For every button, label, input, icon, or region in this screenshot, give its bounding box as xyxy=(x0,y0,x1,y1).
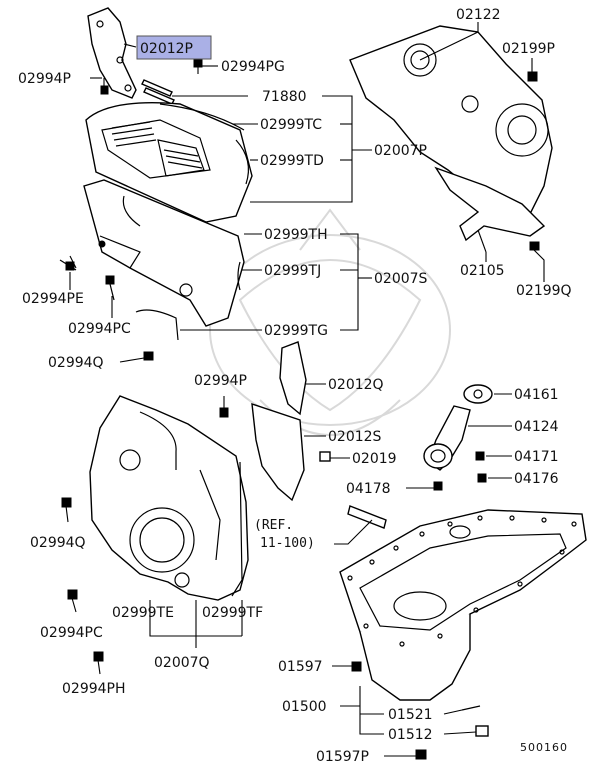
label-02994Q-bottom[interactable]: 02994Q xyxy=(30,535,86,551)
bolt-02199Q xyxy=(529,241,540,251)
label-04124[interactable]: 04124 xyxy=(514,419,559,435)
part-labels: 02012P 02994PG 02994P 71880 02999TC 0299… xyxy=(18,7,572,765)
bolt-02994PH xyxy=(93,651,104,675)
label-ref-line1: (REF. xyxy=(254,518,293,533)
drain-plug-01521 xyxy=(461,705,481,711)
selected-part-highlight xyxy=(136,35,212,60)
diagram-id: 500160 xyxy=(520,741,568,754)
label-02105[interactable]: 02105 xyxy=(460,263,505,279)
cover-02012Q xyxy=(279,341,307,416)
label-02999TJ[interactable]: 02999TJ xyxy=(264,263,321,279)
bolt-02994PC-top xyxy=(105,275,115,301)
label-02019[interactable]: 02019 xyxy=(352,451,397,467)
nut-04176 xyxy=(477,473,487,483)
bolt-02994P-top xyxy=(100,78,109,95)
pan-bolt-holes xyxy=(347,515,577,647)
label-01512[interactable]: 01512 xyxy=(388,727,433,743)
label-71880[interactable]: 71880 xyxy=(262,89,307,105)
label-02994PH[interactable]: 02994PH xyxy=(62,681,126,697)
label-02012S[interactable]: 02012S xyxy=(328,429,382,445)
label-01500[interactable]: 01500 xyxy=(282,699,327,715)
label-02994PE[interactable]: 02994PE xyxy=(22,291,84,307)
seal-strip-71880 xyxy=(141,79,175,105)
label-02999TC[interactable]: 02999TC xyxy=(260,117,322,133)
plug-02019 xyxy=(319,451,331,462)
gasket-04161 xyxy=(463,384,493,404)
label-02007P[interactable]: 02007P xyxy=(374,143,427,159)
label-04161[interactable]: 04161 xyxy=(514,387,559,403)
label-04176[interactable]: 04176 xyxy=(514,471,559,487)
label-02994Q-top[interactable]: 02994Q xyxy=(48,355,104,371)
label-02994PG[interactable]: 02994PG xyxy=(221,59,285,75)
oil-strainer-04124 xyxy=(423,405,471,471)
label-02007Q[interactable]: 02007Q xyxy=(154,655,210,671)
label-01597P[interactable]: 01597P xyxy=(316,749,369,765)
oil-pan-01500 xyxy=(339,509,587,701)
label-02999TG[interactable]: 02999TG xyxy=(264,323,328,339)
bolt-04178 xyxy=(433,481,443,491)
cover-02012S xyxy=(251,402,305,502)
bracket-02105 xyxy=(434,166,546,253)
label-02999TH[interactable]: 02999TH xyxy=(264,227,328,243)
bolt-01597 xyxy=(351,661,362,672)
cover-ribs xyxy=(111,121,203,169)
label-02999TD[interactable]: 02999TD xyxy=(260,153,324,169)
label-04171[interactable]: 04171 xyxy=(514,449,559,465)
label-02007S[interactable]: 02007S xyxy=(374,271,428,287)
label-02012P[interactable]: 02012P xyxy=(140,41,193,57)
bolt-01597P xyxy=(415,749,427,760)
label-02999TE[interactable]: 02999TE xyxy=(112,605,174,621)
middle-cover-02007S xyxy=(83,179,245,341)
label-02994PC-bottom[interactable]: 02994PC xyxy=(40,625,103,641)
watermark-emblem xyxy=(209,208,451,436)
label-02012Q[interactable]: 02012Q xyxy=(328,377,384,393)
label-02199Q[interactable]: 02199Q xyxy=(516,283,572,299)
label-02199P[interactable]: 02199P xyxy=(502,41,555,57)
ref-part-11-100 xyxy=(347,505,387,529)
bolt-02994Q-top xyxy=(143,351,154,361)
label-01597[interactable]: 01597 xyxy=(278,659,323,675)
upper-cover-02012P xyxy=(87,7,137,99)
label-01521[interactable]: 01521 xyxy=(388,707,433,723)
bolt-02994P-mid xyxy=(219,407,229,418)
upper-timing-cover-02007P xyxy=(85,102,253,223)
lower-timing-cover-02007Q xyxy=(89,395,249,601)
label-02994P-top[interactable]: 02994P xyxy=(18,71,71,87)
gasket-01512 xyxy=(475,725,489,737)
bolt-02994PG xyxy=(193,59,203,74)
bolt-02994Q-bottom xyxy=(61,497,72,523)
bolt-04171 xyxy=(475,451,485,461)
bolt-02994PE xyxy=(59,255,77,271)
bolt-02994PC-bottom xyxy=(67,589,78,613)
label-02999TF[interactable]: 02999TF xyxy=(202,605,263,621)
label-ref-line2: 11-100) xyxy=(260,536,315,551)
label-02122[interactable]: 02122 xyxy=(456,7,501,23)
label-02994PC-top[interactable]: 02994PC xyxy=(68,321,131,337)
label-04178[interactable]: 04178 xyxy=(346,481,391,497)
leader-lines xyxy=(69,22,545,757)
label-02994P-mid[interactable]: 02994P xyxy=(194,373,247,389)
